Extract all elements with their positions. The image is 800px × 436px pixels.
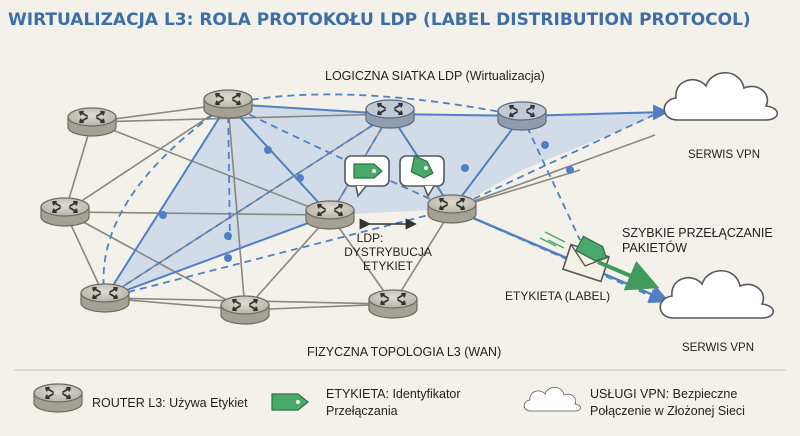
vpn-cloud-icon — [659, 269, 775, 319]
router-node — [305, 200, 355, 230]
ldp-label-line2: DYSTRYBUCJA — [344, 245, 432, 259]
legend-label-text-line2: Przełączania — [326, 404, 398, 418]
diagram-title: WIRTUALIZACJA L3: ROLA PROTOKOŁU LDP (LA… — [8, 10, 751, 30]
ldp-label-line3: ETYKIET — [363, 259, 414, 273]
fast-switching-arrow — [597, 260, 660, 291]
router-node — [220, 295, 270, 325]
logical-mesh-label: LOGICZNA SIATKA LDP (Wirtualizacja) — [325, 69, 545, 83]
router-node — [80, 283, 130, 313]
label-tag-caption: ETYKIETA (LABEL) — [505, 289, 610, 303]
router-node — [497, 101, 547, 131]
label-bubble-icon — [399, 154, 445, 198]
router-node — [365, 99, 415, 129]
motion-lines — [539, 231, 566, 249]
vpn-bottom-label: SERWIS VPN — [682, 342, 754, 354]
ldp-label-line1: LDP: — [357, 231, 384, 245]
router-node — [427, 194, 477, 224]
router-node — [67, 107, 117, 137]
legend-vpn-text-line1: USŁUGI VPN: Bezpieczne — [590, 387, 737, 401]
router-node — [368, 289, 418, 319]
ldp-dashed-links — [102, 93, 664, 303]
vpn-cloud-icon — [663, 71, 779, 121]
legend-cloud-icon — [523, 386, 582, 412]
fast-switching-label-line1: SZYBKIE PRZEŁĄCZANIE — [622, 226, 773, 240]
label-tag-icon — [575, 235, 607, 262]
physical-topology-label: FIZYCZNA TOPOLOGIA L3 (WAN) — [307, 345, 501, 359]
legend-router-icon — [33, 383, 83, 413]
legend-label-text-line1: ETYKIETA: Identyfikator — [326, 387, 461, 401]
legend-router-text: ROUTER L3: Używa Etykiet — [92, 396, 248, 410]
legend-label-icon — [271, 393, 309, 411]
fast-switching-label-line2: PAKIETÓW — [622, 240, 687, 255]
legend-vpn-text-line2: Połączenie w Złożonej Sieci — [590, 404, 745, 418]
vpn-top-label: SERWIS VPN — [688, 149, 760, 161]
label-bubble-icon — [344, 155, 390, 198]
router-node — [203, 89, 253, 119]
logical-mesh-area — [105, 104, 665, 298]
router-node — [40, 197, 90, 227]
